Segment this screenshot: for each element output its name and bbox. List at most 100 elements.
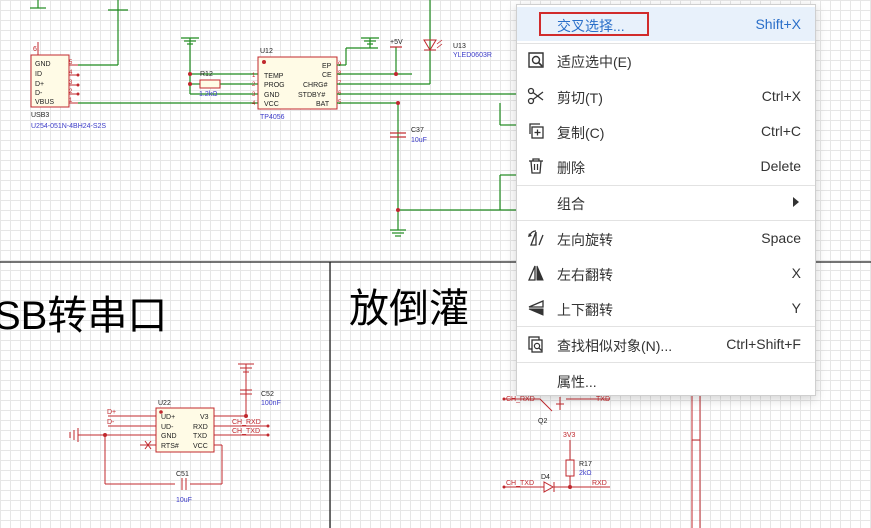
r12-value: 1.2kΩ (199, 91, 217, 98)
rotate-left-icon (528, 230, 544, 246)
usb-pin-dminus: D- (35, 90, 43, 97)
u12-pin-vcc: VCC (264, 101, 279, 108)
gnd-symbol-r12 (181, 37, 258, 95)
menu-item-find-similar[interactable]: 查找相似对象(N)... Ctrl+Shift+F (517, 327, 815, 361)
menu-item-label: 查找相似对象(N)... (557, 338, 673, 354)
flip-horizontal-icon (528, 265, 544, 281)
menu-item-label: 交叉选择... (557, 18, 625, 34)
menu-item-flip-horizontal[interactable]: 左右翻转 X (517, 256, 815, 290)
u22-junctions (103, 414, 270, 437)
resistor-r12[interactable]: R12 1.2kΩ (199, 71, 221, 98)
menu-item-delete[interactable]: 删除 Delete (517, 149, 815, 183)
u12-pin-gnd: GND (264, 92, 280, 99)
c37-value: 10uF (411, 137, 427, 144)
usb-pin-num-2: 2 (69, 89, 73, 95)
c52-value: 100nF (261, 400, 281, 407)
q2-ref: Q2 (538, 418, 547, 425)
menu-item-rotate-left[interactable]: 左向旋转 Space (517, 221, 815, 255)
menu-item-properties[interactable]: 属性... (517, 363, 815, 397)
r17-value: 2kΩ (579, 470, 592, 477)
capacitor-c37[interactable]: C37 10uF (390, 127, 427, 144)
menu-item-label: 属性... (557, 374, 597, 390)
u22-pin-rts: RTS# (161, 443, 179, 450)
menu-item-shortcut: Y (791, 300, 801, 316)
menu-item-label: 左右翻转 (557, 267, 613, 283)
menu-item-label: 删除 (557, 160, 585, 176)
power-5v-label: +5V (390, 39, 403, 46)
u12-num-1: 1 (252, 73, 256, 79)
r17-ref: R17 (579, 461, 592, 468)
usb-pin-num-5: 5 (69, 60, 73, 66)
section-title-usb-serial: SB转串口 (0, 294, 168, 338)
section-title-anti-backflow: 放倒灌 (349, 287, 469, 331)
anti-backflow-junctions (502, 397, 572, 489)
usb-pin-dplus: D+ (35, 81, 44, 88)
u22-pin-txd: TXD (193, 433, 207, 440)
usb-pin-num-3: 3 (69, 80, 73, 86)
menu-item-flip-vertical[interactable]: 上下翻转 Y (517, 291, 815, 325)
u22-pin-rxd: RXD (193, 424, 208, 431)
net-ch-rxd-left: CH_RXD (232, 419, 261, 426)
submenu-arrow-icon (793, 197, 799, 207)
u12-num-2: 2 (252, 82, 256, 88)
menu-item-copy[interactable]: 复制(C) Ctrl+C (517, 114, 815, 148)
led-u13[interactable]: U13 YLED0603R (423, 39, 492, 59)
u12-part: TP4056 (260, 114, 285, 121)
q2-net-left: CH_RXD (506, 396, 535, 403)
d4-net-right: RXD (592, 480, 607, 487)
usb-pin-id: ID (35, 71, 42, 78)
menu-item-cut[interactable]: 剪切(T) Ctrl+X (517, 79, 815, 113)
u22-pin-v3: V3 (200, 414, 209, 421)
u22-pin-udminus: UD- (161, 424, 174, 431)
menu-item-label: 复制(C) (557, 125, 605, 141)
menu-item-shortcut: Space (761, 230, 801, 246)
u12-pin-stdby: STDBY# (298, 92, 325, 99)
u22-pin-vcc: VCC (193, 443, 208, 450)
copy-icon (529, 123, 544, 139)
menu-separator (517, 220, 815, 221)
menu-separator (517, 326, 815, 327)
ic-u12-tp4056[interactable]: U12 TEMP PROG GND VCC 1 2 3 4 EP CE CHRG… (252, 48, 342, 121)
u12-pin-temp: TEMP (264, 73, 284, 80)
menu-item-group[interactable]: 组合 (517, 185, 815, 219)
usb-connector[interactable]: 6 GND ID D+ D- VBUS 5 4 3 2 1 USB3 U254-… (30, 0, 106, 130)
menu-item-shortcut: Ctrl+X (761, 88, 801, 104)
c51-value: 10uF (176, 497, 192, 504)
scissors-icon (527, 87, 544, 105)
r12-ref: R12 (200, 71, 213, 78)
u12-pin-bat: BAT (316, 101, 330, 108)
usb-part: U254-051N-4BH24-S2S (31, 123, 106, 130)
u22-pin-gnd: GND (161, 433, 177, 440)
usb-top-pin-number: 6 (33, 46, 37, 53)
usb-pin-vbus: VBUS (35, 99, 54, 106)
c37-ref: C37 (411, 127, 424, 134)
highlight-box (539, 12, 649, 36)
u12-pin-prog: PROG (264, 82, 285, 89)
u22-rts-nc (144, 440, 152, 450)
usb-ref: USB3 (31, 112, 49, 119)
menu-item-label: 左向旋转 (557, 232, 613, 248)
menu-item-shortcut: Ctrl+C (760, 123, 801, 139)
u12-pin-ep: EP (322, 63, 332, 70)
menu-item-fit-selection[interactable]: 适应选中(E) (517, 43, 815, 77)
c52-ref: C52 (261, 391, 274, 398)
net-dplus: D+ (107, 409, 116, 416)
q2-net-right: TXD (596, 396, 610, 403)
u12-num-3: 3 (252, 92, 256, 98)
menu-item-label: 组合 (557, 196, 585, 212)
junction-dots-right (394, 72, 400, 212)
anti-backflow-circuit[interactable] (504, 394, 701, 528)
menu-item-label: 剪切(T) (557, 90, 603, 106)
u22-wiring (69, 363, 268, 490)
menu-item-cross-select[interactable]: 交叉选择... Shift+X (517, 7, 815, 41)
usb-pin-num-4: 4 (69, 70, 73, 76)
u12-pin-chrg: CHRG# (303, 82, 328, 89)
menu-item-shortcut: Ctrl+Shift+F (726, 336, 801, 352)
u12-num-4: 4 (252, 101, 256, 107)
wires-u12-right (337, 0, 516, 237)
ic-u22[interactable]: U22 UD+ UD- GND RTS# V3 RXD TXD VCC (155, 400, 215, 453)
usb-pin-num-1: 1 (69, 98, 73, 104)
context-menu: 交叉选择... Shift+X 适应选中(E) 剪切(T) Ctrl+X 复制(… (516, 4, 816, 396)
menu-item-label: 适应选中(E) (557, 54, 632, 70)
